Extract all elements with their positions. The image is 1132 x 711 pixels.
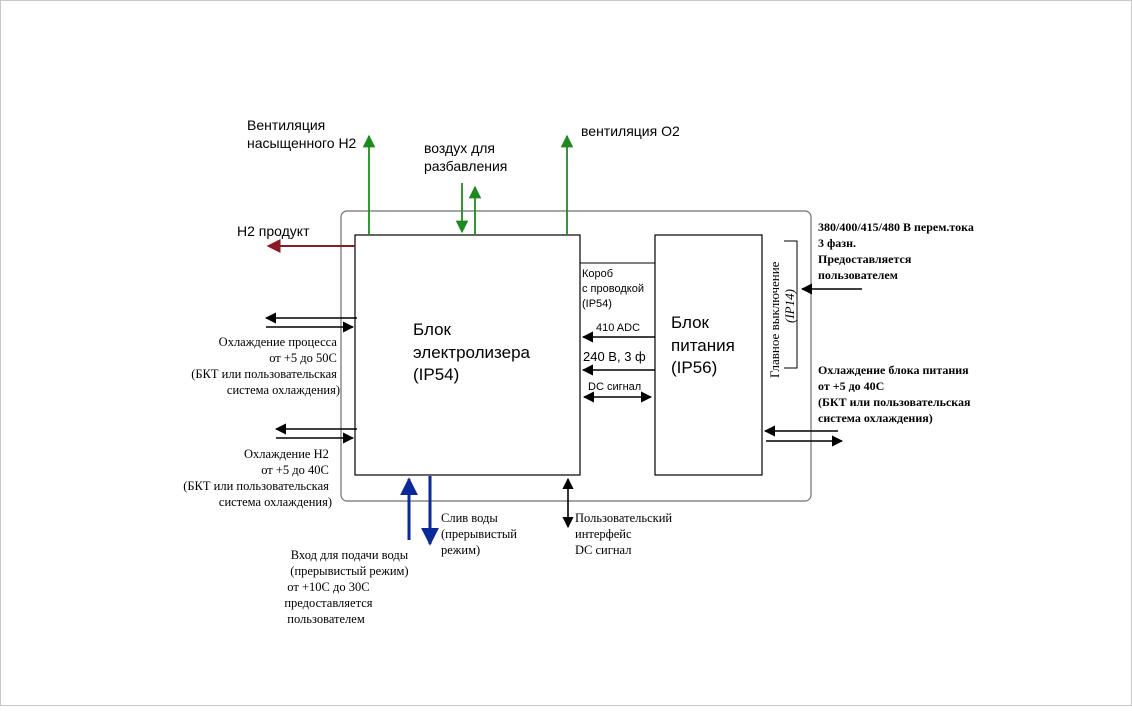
water-inlet-label: Вход для подачи воды (прерывистый режим)… [284,548,411,626]
water-drain-line-1: Слив воды [441,511,498,525]
conduit-label: Короб с проводкой (IP54) [582,268,647,310]
water-drain-line-3: режим) [441,543,480,557]
psu-cooling-line-2: от +5 до 40С [818,379,884,393]
electrolyzer-title: Блок электролизера (IP54) [413,320,535,384]
dc-signal-label: DC сигнал [588,381,641,393]
vent-h2-line-1: Вентиляция [247,117,325,133]
supply-line-2: 3 фазн. [818,236,856,250]
electrolyzer-line-3: (IP54) [413,365,459,384]
conduit-line-3: (IP54) [582,298,612,310]
water-inlet-line-5: пользователем [287,612,365,626]
process-cooling-line-4: система охлаждения) [227,383,340,397]
electrolyzer-block [354,234,581,476]
h2-cooling-label: Охлаждение Н2 от +5 до 40С (БКТ или поль… [183,447,332,509]
power-unit-line-2: питания [671,336,735,355]
electrolyzer-line-2: электролизера [413,343,531,362]
water-drain-label: Слив воды (прерывистый режим) [441,511,520,557]
vent-o2-label: вентиляция О2 [581,123,680,139]
water-inlet-line-3: от +10С до 30С [287,580,369,594]
main-switch-label: Главное выключение [767,261,782,378]
air-dilution-line-2: разбавления [424,158,507,174]
user-interface-line-1: Пользовательский [575,511,672,525]
supply-line-1: 380/400/415/480 В перем.тока [818,220,974,234]
air-dilution-line-1: воздух для [424,140,495,156]
h2-cooling-line-2: от +5 до 40С [261,463,329,477]
electrolyzer-line-1: Блок [413,320,452,339]
power-unit-line-1: Блок [671,313,710,332]
user-interface-line-3: DC сигнал [575,543,631,557]
vent-h2-line-2: насыщенного Н2 [247,135,357,151]
h2-cooling-line-1: Охлаждение Н2 [244,447,329,461]
power-unit-block [654,234,763,476]
psu-cooling-line-4: система охлаждения) [818,411,933,425]
water-inlet-line-2: (прерывистый режим) [290,564,408,578]
user-interface-label: Пользовательский интерфейс DC сигнал [575,511,675,557]
process-cooling-line-3: (БКТ или пользовательская [191,367,337,381]
process-cooling-label: Охлаждение процесса от +5 до 50С (БКТ ил… [191,335,340,397]
supply-line-4: пользователем [818,268,898,282]
power-unit-line-3: (IP56) [671,358,717,377]
process-cooling-line-1: Охлаждение процесса [219,335,338,349]
h2-cooling-line-3: (БКТ или пользовательская [183,479,329,493]
conduit-line-1: Короб [582,268,613,280]
air-dilution-label: воздух для разбавления [424,140,507,174]
enclosure-box [340,210,812,502]
h2-product-label: Н2 продукт [237,223,310,239]
vent-h2-label: Вентиляция насыщенного Н2 [247,117,357,151]
ac-240-label: 240 В, 3 ф [583,349,646,364]
conduit-line-2: с проводкой [582,283,644,295]
h2-cooling-line-4: система охлаждения) [219,495,332,509]
supply-label: 380/400/415/480 В перем.тока 3 фазн. Пре… [818,220,977,282]
main-switch-ip: (IP14) [782,289,797,323]
psu-cooling-line-3: (БКТ или пользовательская [818,395,971,409]
water-inlet-line-1: Вход для подачи воды [291,548,409,562]
adc-410-label: 410 ADC [596,322,640,334]
supply-line-3: Предоставляется [818,252,912,266]
process-cooling-line-2: от +5 до 50С [269,351,337,365]
main-switch-bracket [784,240,798,369]
power-unit-title: Блок питания (IP56) [671,313,740,377]
user-interface-line-2: интерфейс [575,527,632,541]
psu-cooling-line-1: Охлаждение блока питания [818,363,969,377]
water-inlet-line-4: предоставляется [284,596,372,610]
psu-cooling-label: Охлаждение блока питания от +5 до 40С (Б… [818,363,974,425]
water-drain-line-2: (прерывистый [441,527,517,541]
